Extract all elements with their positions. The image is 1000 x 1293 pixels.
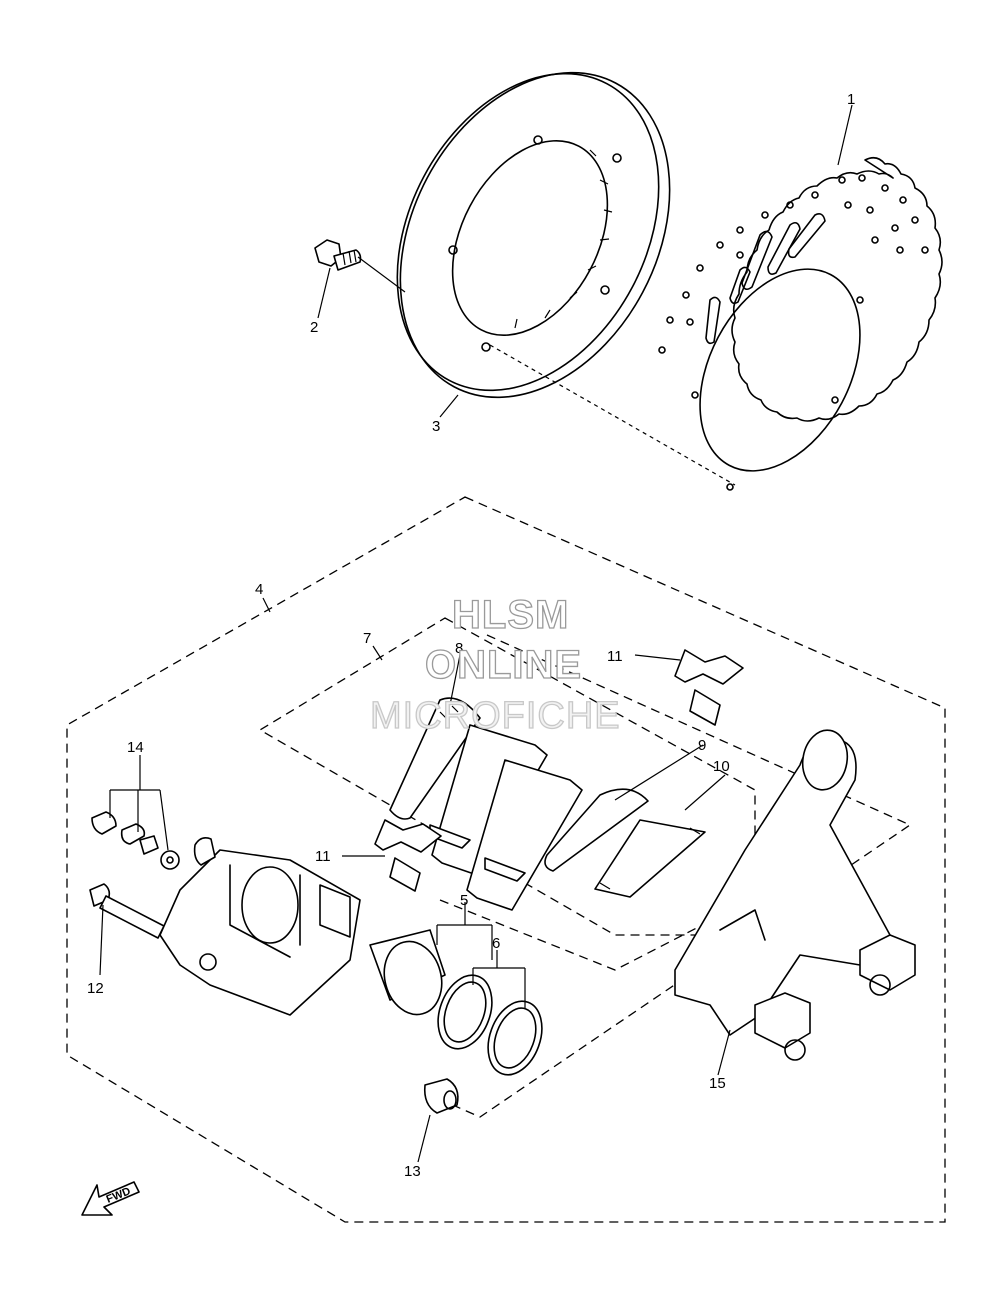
callout-4: 4 [255, 581, 263, 598]
part-9-shim[interactable] [544, 788, 649, 872]
part-14-bleeder-set[interactable] [91, 811, 180, 870]
fwd-arrow-icon: FWD [81, 1181, 140, 1216]
part-6-seals[interactable] [429, 968, 552, 1083]
part-10-shim[interactable] [594, 819, 706, 898]
watermark: HLSM ONLINE MICROFICHE [369, 592, 621, 737]
callout-11-upper: 11 [607, 648, 623, 665]
part-5-piston[interactable] [369, 929, 450, 1021]
callout-7: 7 [363, 630, 371, 647]
watermark-line-2: ONLINE [425, 643, 582, 687]
part-12-slide-pin[interactable] [89, 883, 165, 939]
part-11-spring-upper[interactable] [674, 649, 744, 726]
callout-1: 1 [847, 91, 855, 108]
part-2-bolt[interactable] [314, 239, 362, 271]
callout-15: 15 [709, 1075, 726, 1092]
callout-11-lower: 11 [315, 848, 331, 865]
caliper-body[interactable] [159, 837, 361, 1016]
watermark-line-1: HLSM [452, 593, 569, 637]
part-15-caliper-bracket[interactable] [674, 727, 916, 1061]
brake-pad-rear[interactable] [466, 759, 583, 911]
part-11-spring-lower[interactable] [374, 819, 442, 892]
callout-14: 14 [127, 739, 144, 756]
fwd-label: FWD [105, 1185, 133, 1206]
callout-10: 10 [713, 758, 730, 775]
callout-labels: 1 2 3 4 5 6 7 8 9 10 11 11 12 13 14 15 [87, 91, 855, 1180]
part-1-brake-disc[interactable] [658, 156, 943, 498]
callout-6: 6 [492, 935, 500, 952]
callout-8: 8 [455, 640, 463, 657]
callout-5: 5 [460, 892, 468, 909]
leader-lines [99, 104, 853, 1163]
pad-kit-7-outline [258, 617, 756, 936]
callout-12: 12 [87, 980, 104, 997]
watermark-line-3: MICROFICHE [370, 695, 621, 737]
part-8-shim[interactable] [389, 697, 481, 820]
part-3-disc-carrier[interactable] [345, 26, 724, 444]
callout-3: 3 [432, 418, 440, 435]
part-13-boot[interactable] [423, 1078, 459, 1114]
assembly-4-outline [66, 496, 946, 1223]
callout-2: 2 [310, 319, 318, 336]
callout-9: 9 [698, 737, 706, 754]
callout-13: 13 [404, 1163, 421, 1180]
